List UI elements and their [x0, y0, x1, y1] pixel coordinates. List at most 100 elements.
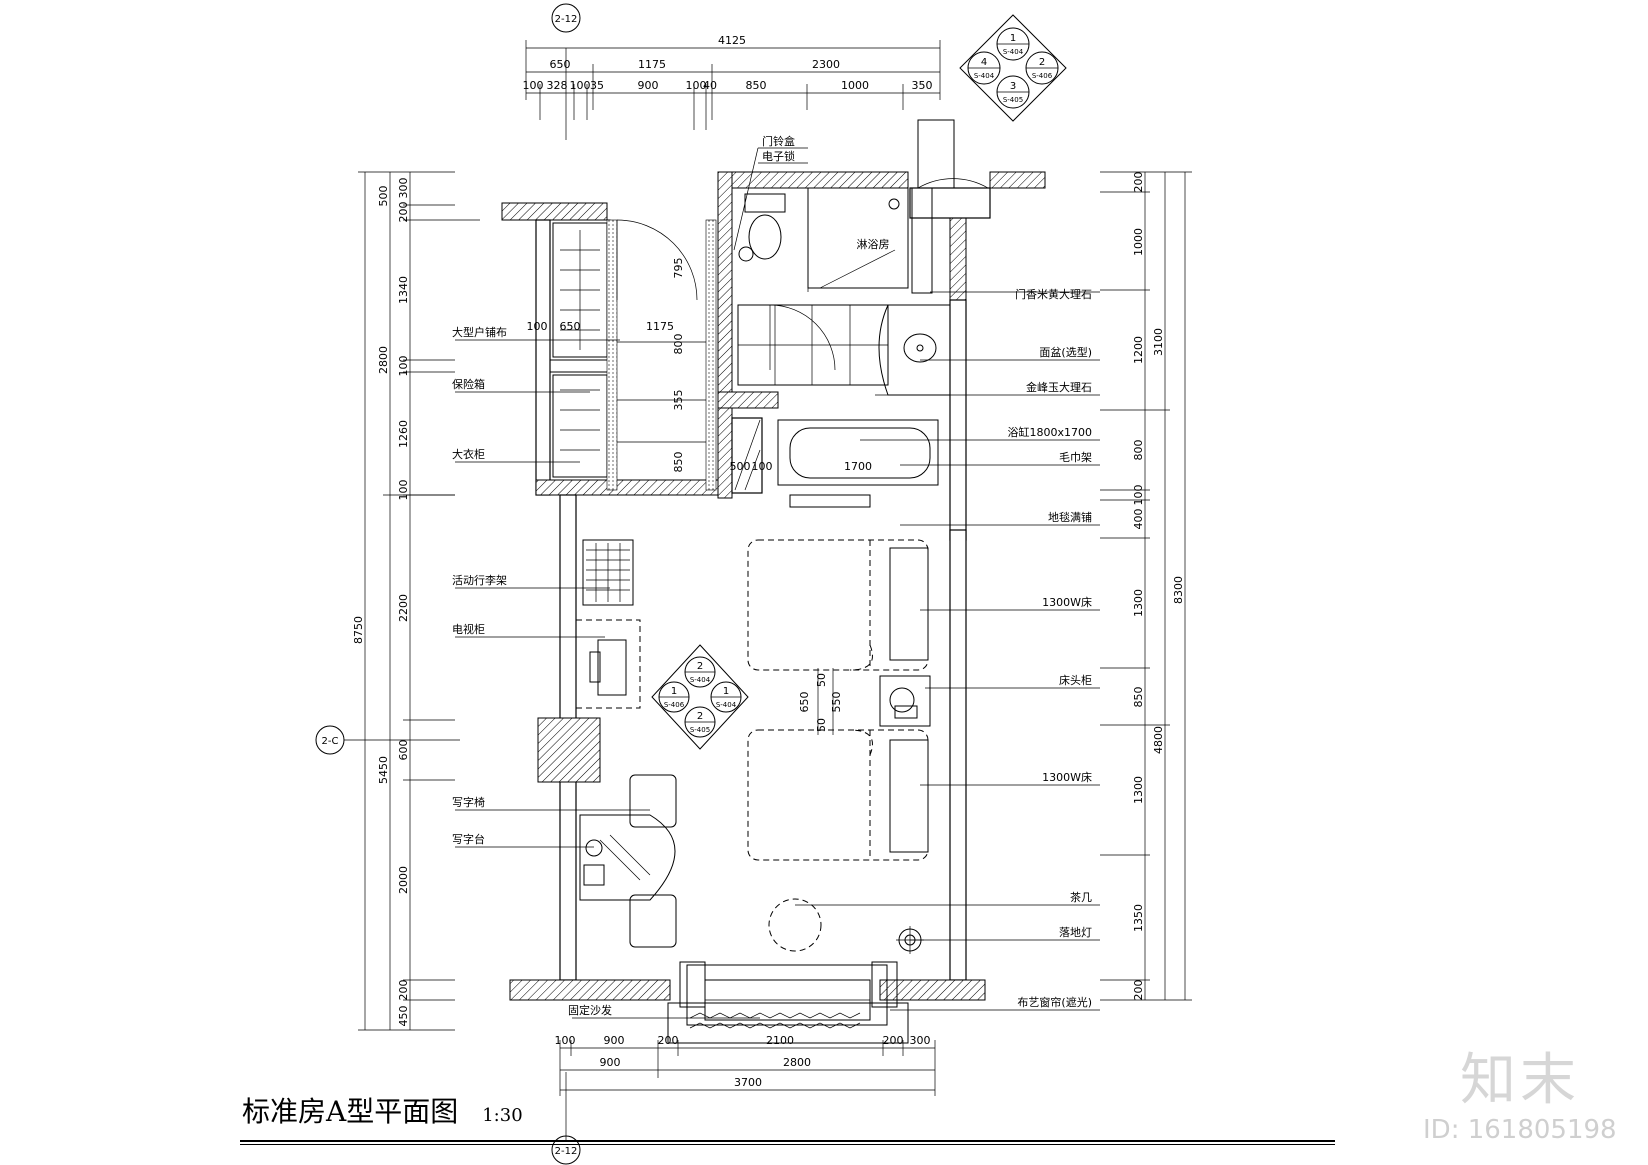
left-dim-inner-7: 600	[397, 740, 410, 761]
label-marble-gold: 金峰玉大理石	[1026, 380, 1092, 394]
label-marble-beige: 门香米黄大理石	[1015, 287, 1092, 301]
left-dim-inner-3: 100	[397, 356, 410, 377]
elev-top-ref-3: S-405	[1003, 96, 1023, 104]
label-doorbell: 门铃盒	[762, 134, 795, 148]
top-dim-3-7: 850	[746, 79, 767, 92]
left-dim-inner-9: 200	[397, 980, 410, 1001]
left-dim-upper-0: 500	[377, 186, 390, 207]
left-dimension-lines: 8750 5450 500 2800 300 200 1340 100 1260…	[352, 171, 480, 1031]
bottom-dim-2-1: 2800	[783, 1056, 811, 1069]
elev-top-num-1: 1	[1010, 33, 1016, 44]
elev-top-num-3: 3	[1010, 81, 1016, 92]
bed-upper	[747, 539, 929, 671]
elev-center-num-4: 2	[697, 711, 703, 722]
bottom-dim-1-0: 100	[555, 1034, 576, 1047]
left-dim-inner-1: 200	[397, 202, 410, 223]
desk-chair-upper	[629, 774, 677, 828]
right-dim-inner-6: 1300	[1132, 589, 1145, 617]
tiled-floor	[737, 304, 889, 386]
elev-center-ref-4: S-405	[690, 726, 710, 734]
inner-dim-12: 50	[815, 718, 828, 732]
drawing-title: 标准房A型平面图	[242, 1095, 459, 1128]
nightstand	[879, 675, 931, 727]
inner-dim-4: 1175	[646, 320, 674, 333]
bottom-dim-1-4: 200	[883, 1034, 904, 1047]
elev-top-num-4: 4	[981, 57, 987, 68]
inner-dim-13: 650	[798, 692, 811, 713]
label-bed-lower: 1300W床	[1042, 770, 1092, 784]
shower-room-label: 淋浴房	[857, 238, 890, 251]
grid-label-left: 2-C	[322, 736, 339, 747]
left-dim-inner-10: 450	[397, 1006, 410, 1027]
right-dim-outer-1: 8300	[1172, 576, 1185, 604]
elev-top-ref-2: S-406	[1032, 72, 1053, 80]
label-desk: 写字台	[452, 832, 485, 846]
elev-center-num-3: 1	[671, 686, 677, 697]
bottom-dim-1-3: 2100	[766, 1034, 794, 1047]
right-dim-inner-7: 850	[1132, 687, 1145, 708]
right-dim-inner-5: 400	[1132, 509, 1145, 530]
label-fixed-sofa: 固定沙发	[568, 1003, 612, 1017]
inner-dim-10: 50	[815, 673, 828, 687]
grid-label-top: 2-12	[555, 14, 578, 25]
elev-top-ref-4: S-404	[974, 72, 995, 80]
top-dim-3-8: 1000	[841, 79, 869, 92]
fixed-sofa	[667, 961, 909, 1044]
bottom-leaders: 固定沙发	[568, 1003, 760, 1019]
inner-dim-6: 650	[560, 320, 581, 333]
elev-top-ref-1: S-404	[1003, 48, 1024, 56]
top-dim-3-2: 100	[570, 79, 591, 92]
right-dim-inner-9: 1350	[1132, 904, 1145, 932]
bedroom-furniture: 50 550 50 650	[575, 494, 931, 1044]
label-wardrobe: 大衣柜	[452, 447, 485, 461]
label-towel-rack: 毛巾架	[1059, 450, 1092, 464]
inner-dim-3: 850	[672, 452, 685, 473]
right-dim-inner-1: 1000	[1132, 228, 1145, 256]
tv-cabinet	[575, 619, 641, 709]
left-dim-inner-6: 2200	[397, 594, 410, 622]
right-dim-inner-0: 200	[1132, 172, 1145, 193]
watermark-id: ID: 161805198	[1423, 1115, 1617, 1145]
grid-bubble-top: 2-12	[551, 3, 581, 140]
inner-dim-11: 550	[830, 692, 843, 713]
inner-dim-2: 355	[672, 390, 685, 411]
top-dim-3-9: 350	[912, 79, 933, 92]
watermark-logo: 知末	[1460, 1048, 1580, 1113]
label-nightstand: 床头柜	[1059, 673, 1092, 687]
left-dim-inner-5: 100	[397, 480, 410, 501]
left-dim-inner-2: 1340	[397, 276, 410, 304]
label-bathtub: 浴缸1800x1700	[1008, 425, 1093, 439]
left-dim-upper-1: 2800	[377, 346, 390, 374]
drawing-scale: 1:30	[482, 1105, 523, 1126]
elevation-key-center: 2 1 1 2 S-404 S-404 S-406 S-405	[651, 644, 749, 750]
title-underline	[240, 1140, 1335, 1145]
label-bed-upper: 1300W床	[1042, 595, 1092, 609]
label-curtain: 布艺窗帘(遮光)	[1017, 995, 1092, 1009]
top-dim-2-2: 2300	[812, 58, 840, 71]
elevation-key-top: 1 2 3 4 S-404 S-406 S-405 S-404	[959, 14, 1067, 122]
top-dim-3-5: 100	[686, 79, 707, 92]
inner-dim-5: 100	[527, 320, 548, 333]
label-tv-cabinet: 电视柜	[452, 622, 485, 636]
desk	[579, 814, 676, 901]
right-dim-inner-4: 100	[1132, 485, 1145, 506]
right-dimension-lines: 200 1000 1200 800 100 400 1300 850 1300 …	[1100, 172, 1192, 1001]
label-electronic-lock: 电子锁	[762, 149, 795, 163]
label-floor-lamp: 落地灯	[1059, 926, 1092, 939]
top-dim-2-0: 650	[550, 58, 571, 71]
grid-bubble-left: 2-C	[315, 725, 460, 755]
top-dim-2-1: 1175	[638, 58, 666, 71]
grid-bubble-bottom: 2-12	[551, 1072, 581, 1165]
left-dim-inner-8: 2000	[397, 866, 410, 894]
right-dim-inner-10: 200	[1132, 980, 1145, 1001]
grid-label-bottom: 2-12	[555, 1146, 578, 1157]
bottom-dim-1-5: 300	[910, 1034, 931, 1047]
label-carpet: 地毯满铺	[1048, 510, 1092, 524]
right-dim-inner-3: 800	[1132, 440, 1145, 461]
bottom-dim-1-1: 900	[604, 1034, 625, 1047]
luggage-rack	[582, 539, 634, 606]
right-dim-inner-8: 1300	[1132, 776, 1145, 804]
inner-dim-8: 100	[752, 460, 773, 473]
left-dim-outer-0: 8750	[352, 616, 365, 644]
left-dim-inner-0: 300	[397, 178, 410, 199]
